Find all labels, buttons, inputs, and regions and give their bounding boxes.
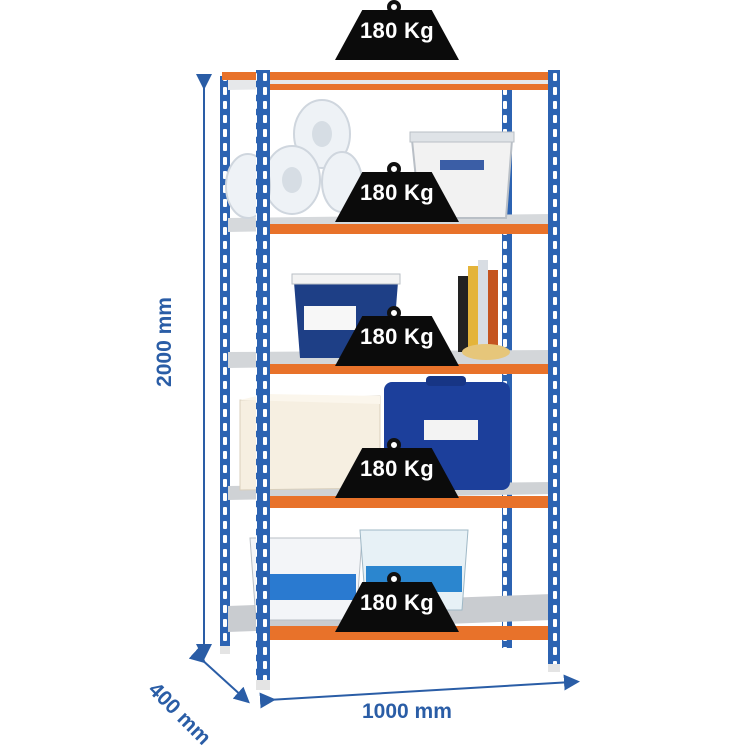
weight-label: 180 Kg (360, 180, 434, 205)
foot-back (220, 646, 230, 654)
foot-right (548, 664, 560, 672)
weight-label: 180 Kg (360, 18, 434, 43)
weight-badge-shelf-4: 180 Kg (335, 438, 459, 500)
sealant-tubes (458, 260, 510, 360)
front-left-upright (256, 70, 270, 690)
width-dimension-line (259, 674, 580, 709)
shelf-1 (222, 72, 554, 90)
height-dimension-label: 2000 mm (152, 297, 176, 387)
back-left-upright (220, 76, 230, 646)
width-dimension-label: 1000 mm (362, 700, 452, 723)
weight-label: 180 Kg (360, 590, 434, 615)
weight-badge-shelf-5: 180 Kg (335, 572, 459, 634)
cardboard-box (239, 394, 381, 491)
weight-badge-shelf-1: 180 Kg (335, 0, 459, 62)
weight-label: 180 Kg (360, 324, 434, 349)
foot-left (256, 680, 270, 690)
depth-dimension-line (188, 646, 250, 704)
weight-badge-shelf-2: 180 Kg (335, 162, 459, 224)
weight-badge-shelf-3: 180 Kg (335, 306, 459, 368)
weight-label: 180 Kg (360, 456, 434, 481)
front-right-upright (548, 70, 560, 668)
